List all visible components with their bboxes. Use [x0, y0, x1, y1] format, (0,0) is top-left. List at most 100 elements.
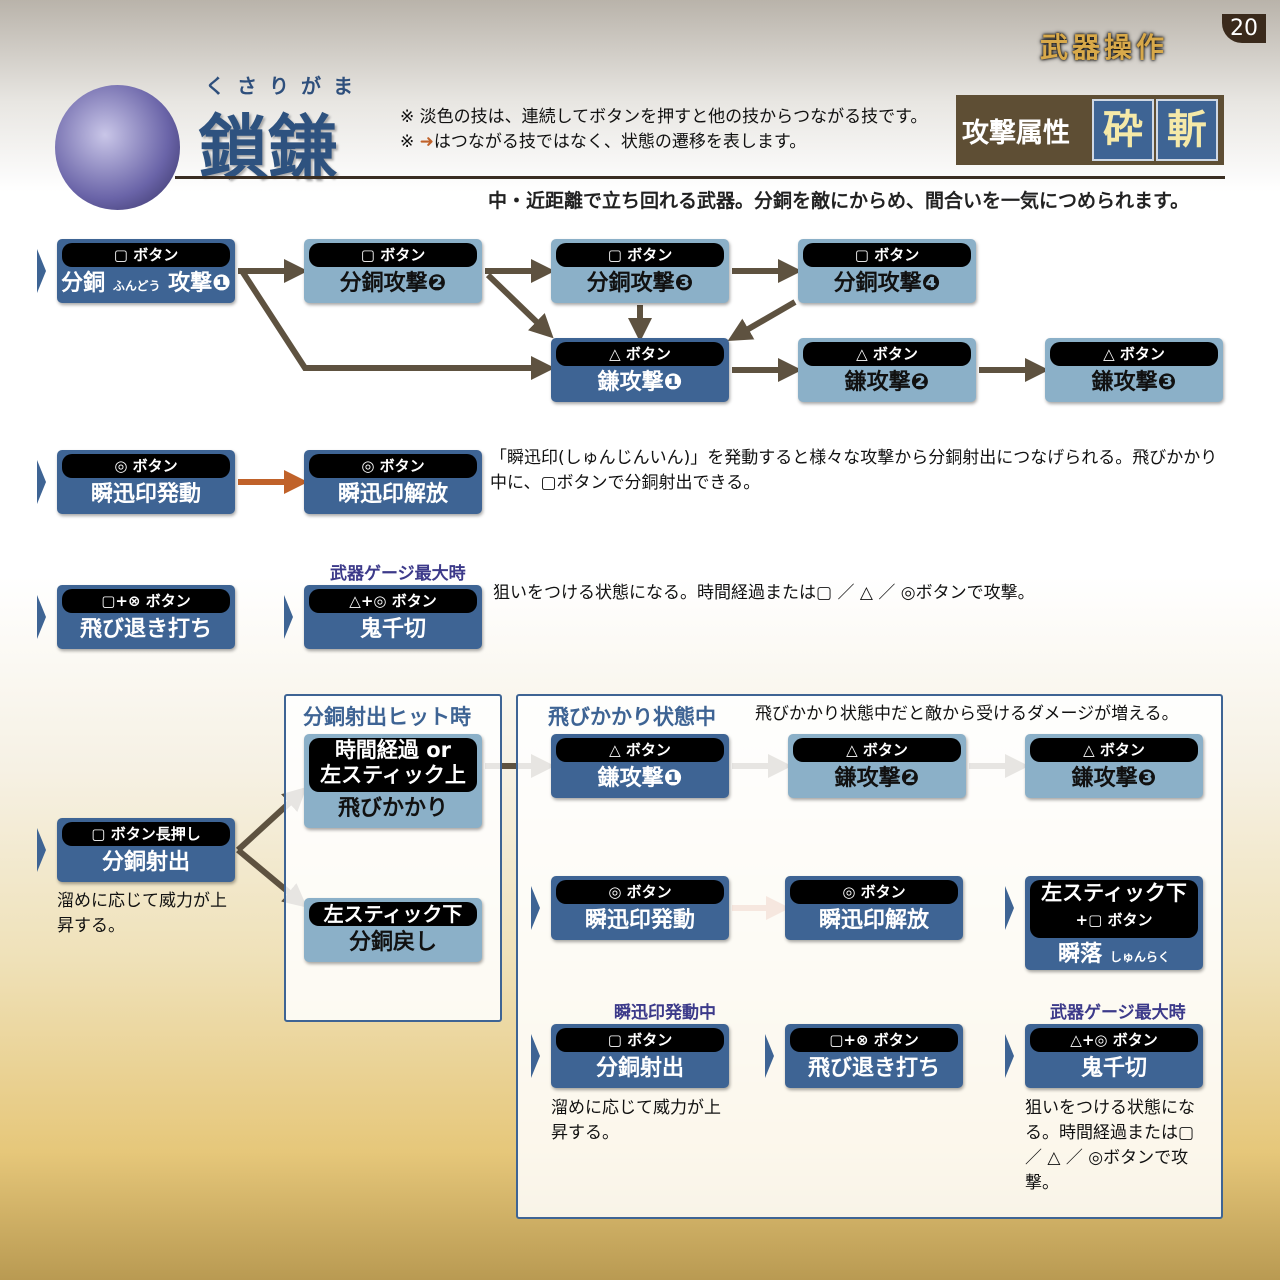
- button-label: ◎ ボタン: [556, 880, 724, 904]
- move-fundo-attack-2: ▢ ボタン分銅攻撃❷: [304, 239, 482, 303]
- move-name: 鬼千切: [1080, 1056, 1147, 1081]
- button-label: ◎ ボタン: [309, 454, 477, 478]
- button-label: ▢ ボタン: [803, 243, 971, 267]
- button-label: △ ボタン: [556, 342, 724, 366]
- shunjin-description: 「瞬迅印(しゅんじんいん)」を発動すると様々な攻撃から分銅射出につなげられる。飛…: [490, 448, 1218, 493]
- move-kama-attack-3: △ ボタン鎌攻撃❸: [1045, 338, 1223, 402]
- charge-description: 溜めに応じて威力が上昇する。: [57, 891, 227, 936]
- move-name: 瞬迅印発動: [584, 908, 695, 933]
- move-fundo-attack-4: ▢ ボタン分銅攻撃❹: [798, 239, 976, 303]
- move-name: 瞬落: [1058, 942, 1103, 967]
- button-label-line: 左スティック下: [1041, 881, 1187, 905]
- move-pounce-onikiri: △+◎ ボタン鬼千切: [1025, 1024, 1203, 1088]
- charge-description-2: 溜めに応じて威力が上昇する。: [551, 1098, 721, 1143]
- move-shunjin-release: ◎ ボタン瞬迅印解放: [304, 450, 482, 514]
- button-label: △+◎ ボタン: [309, 589, 477, 613]
- button-label: 左スティック下 +▢ ボタン: [1030, 880, 1198, 938]
- move-name: 瞬迅印解放: [818, 908, 929, 933]
- pounce-description: 飛びかかり状態中だと敵から受けるダメージが増える。: [755, 704, 1179, 724]
- onikiri-description: 狙いをつける状態になる。時間経過または▢ ／ △ ／ ◎ボタンで攻撃。: [493, 583, 1035, 603]
- row-marker: [531, 1034, 540, 1078]
- row-marker: [37, 460, 46, 504]
- move-name: 分銅攻撃❹: [833, 271, 941, 296]
- tagline: 中・近距離で立ち回れる武器。分銅を敵にからめ、間合いを一気につめられます。: [488, 190, 1190, 212]
- button-label: ▢ ボタン: [309, 243, 477, 267]
- shunjin-active-label: 瞬迅印発動中: [614, 1003, 716, 1023]
- move-name: 鎌攻撃❸: [1091, 370, 1177, 395]
- move-onikiri: △+◎ ボタン鬼千切: [304, 585, 482, 649]
- gauge-max-label: 武器ゲージ最大時: [330, 564, 466, 584]
- move-name: 飛び退き打ち: [79, 617, 212, 642]
- move-name: 分銅射出: [595, 1056, 684, 1081]
- button-label: △ ボタン: [1050, 342, 1218, 366]
- move-shunjin-activate: ◎ ボタン瞬迅印発動: [57, 450, 235, 514]
- note-1: ※ 淡色の技は、連続してボタンを押すと他の技からつながる技です。: [400, 107, 928, 127]
- move-name: 飛び退き打ち: [807, 1056, 940, 1081]
- move-pounce-kama-2: △ ボタン鎌攻撃❷: [788, 734, 966, 798]
- move-name: 鎌攻撃❶: [597, 370, 683, 395]
- move-pounce-jump-back: ▢+⊗ ボタン飛び退き打ち: [785, 1024, 963, 1088]
- move-name: 分銅: [61, 271, 106, 296]
- button-label: △+◎ ボタン: [1030, 1028, 1198, 1052]
- move-shunraku: 左スティック下+▢ ボタン瞬落 しゅんらく: [1025, 876, 1203, 970]
- weapon-ruby: くさりがま: [205, 74, 365, 98]
- section-title: 武器操作: [1040, 31, 1169, 64]
- onikiri-description-2: 狙いをつける状態になる。時間経過または▢ ／ △ ／ ◎ボタンで攻撃。: [1025, 1098, 1195, 1193]
- move-fundo-return: 左スティック下分銅戻し: [304, 898, 482, 962]
- move-name: 分銅射出: [101, 850, 190, 875]
- button-label: 左スティック下: [309, 902, 477, 926]
- attribute-label: 攻撃属性: [962, 117, 1070, 149]
- move-name: 鎌攻撃❸: [1071, 766, 1157, 791]
- button-label: ▢+⊗ ボタン: [790, 1028, 958, 1052]
- row-marker: [765, 1034, 774, 1078]
- move-name: 分銅攻撃❷: [339, 271, 447, 296]
- button-label: ▢+⊗ ボタン: [62, 589, 230, 613]
- move-fundo-shot: ▢ ボタン長押し分銅射出: [57, 818, 235, 882]
- button-label: △ ボタン: [803, 342, 971, 366]
- gauge-max-label-2: 武器ゲージ最大時: [1050, 1003, 1186, 1023]
- row-marker: [37, 249, 46, 293]
- button-label-line: +▢ ボタン: [1075, 911, 1153, 929]
- button-label: ▢ ボタン長押し: [62, 822, 230, 846]
- move-name: 鎌攻撃❷: [844, 370, 930, 395]
- button-label: ◎ ボタン: [790, 880, 958, 904]
- row-marker: [37, 828, 46, 872]
- attribute-slash: 斬: [1156, 99, 1218, 161]
- note-2: ※ ➜はつながる技ではなく、状態の遷移を表します。: [400, 132, 807, 152]
- row-marker: [1005, 886, 1014, 930]
- move-name: 鬼千切: [359, 617, 426, 642]
- weapon-emblem: [55, 85, 180, 210]
- move-kama-attack-1: △ ボタン鎌攻撃❶: [551, 338, 729, 402]
- button-label: ▢ ボタン: [62, 243, 230, 267]
- move-name: 瞬迅印解放: [337, 482, 448, 507]
- move-name: 瞬迅印発動: [90, 482, 201, 507]
- move-pounce-kama-1: △ ボタン鎌攻撃❶: [551, 734, 729, 798]
- pounce-panel-title: 飛びかかり状態中: [548, 705, 716, 729]
- move-fundo-attack-3: ▢ ボタン分銅攻撃❸: [551, 239, 729, 303]
- page-number: 20: [1222, 14, 1266, 43]
- button-label: ▢ ボタン: [556, 243, 724, 267]
- move-pounce-kama-3: △ ボタン鎌攻撃❸: [1025, 734, 1203, 798]
- button-label-line: 時間経過 or: [334, 738, 452, 762]
- button-label: △ ボタン: [556, 738, 724, 762]
- move-name-2: 攻撃❶: [168, 271, 231, 296]
- attack-attribute: 攻撃属性 砕 斬: [956, 95, 1224, 165]
- move-name: 分銅戻し: [348, 930, 437, 955]
- move-pounce-fundo-shot: ▢ ボタン分銅射出: [551, 1024, 729, 1088]
- row-marker: [531, 886, 540, 930]
- move-name: 分銅攻撃❸: [586, 271, 694, 296]
- button-label: △ ボタン: [793, 738, 961, 762]
- button-label: △ ボタン: [1030, 738, 1198, 762]
- move-name: 飛びかかり: [337, 796, 448, 821]
- weapon-name: 鎖鎌: [198, 107, 338, 189]
- row-marker: [284, 595, 293, 639]
- move-fundo-attack-1: ▢ ボタン分銅 ふんどう 攻撃❶: [57, 239, 235, 303]
- move-name: 鎌攻撃❶: [597, 766, 683, 791]
- row-marker: [37, 595, 46, 639]
- button-label: ◎ ボタン: [62, 454, 230, 478]
- move-jump-back-strike: ▢+⊗ ボタン飛び退き打ち: [57, 585, 235, 649]
- attribute-crush: 砕: [1092, 99, 1154, 161]
- state-arrow-icon: ➜: [419, 132, 434, 152]
